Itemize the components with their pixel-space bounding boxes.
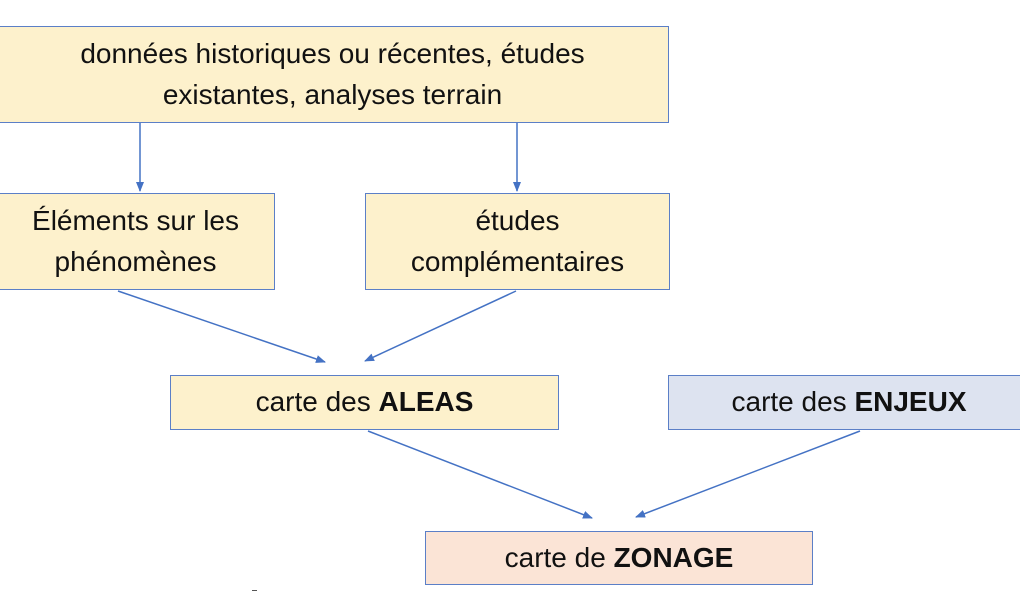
complementary-studies-box: études complémentaires (365, 193, 670, 290)
phenomena-elements-box: Éléments sur les phénomènes (0, 193, 275, 290)
complementary-studies-line-2: complémentaires (410, 245, 625, 277)
arrow-enjeux-to-zonage (635, 430, 861, 518)
hazard-map-prefix: carte des (255, 386, 379, 418)
arrow-etudes-to-aleas (364, 290, 517, 362)
zoning-map-prefix: carte de (504, 541, 614, 573)
hazard-map-box: carte des ALEAS (170, 375, 559, 430)
phenomena-elements-line-1: Éléments sur les (32, 204, 239, 236)
hazard-map-emphasis: ALEAS (378, 386, 474, 418)
stakes-map-prefix: carte des (731, 386, 855, 418)
zoning-map-label: carte de ZONAGE (505, 538, 734, 579)
sources-text: données historiques ou récentes, études … (80, 34, 584, 115)
arrow-aleas-to-zonage (367, 430, 593, 519)
sources-line-1: données historiques ou récentes, études (80, 37, 585, 69)
complementary-studies-line-1: études (475, 204, 560, 236)
stakes-map-label: carte des ENJEUX (732, 382, 967, 423)
arrow-elements-to-aleas (117, 290, 326, 363)
zoning-map-box: carte de ZONAGE (425, 531, 813, 585)
stakes-map-box: carte des ENJEUX (668, 375, 1020, 430)
complementary-studies-text: études complémentaires (411, 201, 624, 282)
stakes-map-emphasis: ENJEUX (854, 386, 967, 418)
phenomena-elements-text: Éléments sur les phénomènes (32, 201, 239, 282)
sources-line-2: existantes, analyses terrain (162, 78, 503, 110)
stray-mark (252, 590, 257, 591)
phenomena-elements-line-2: phénomènes (54, 245, 217, 277)
hazard-map-label: carte des ALEAS (256, 382, 474, 423)
zoning-map-emphasis: ZONAGE (613, 541, 734, 573)
sources-box: données historiques ou récentes, études … (0, 26, 669, 123)
